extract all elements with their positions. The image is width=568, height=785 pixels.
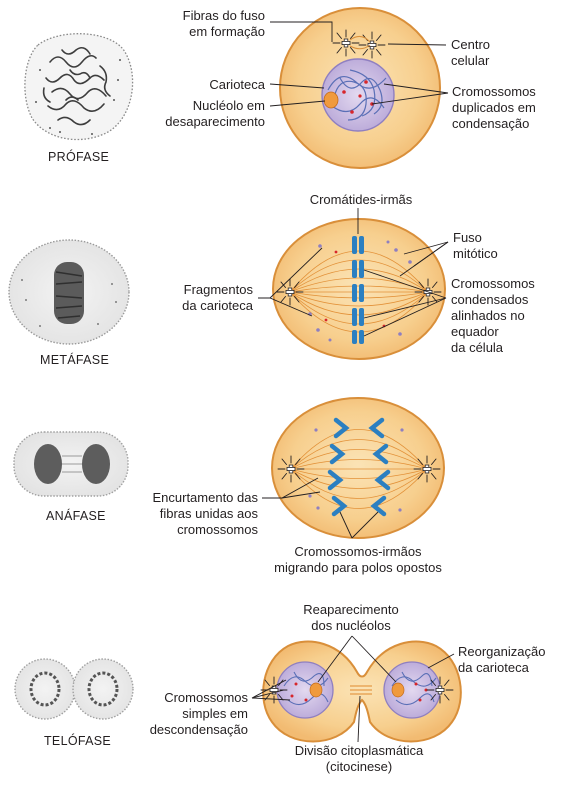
- metaphase-plate-micrograph: [8, 239, 130, 345]
- prophase-leaders: [269, 21, 449, 107]
- anaphase-section: ANÁFASE: [13, 397, 445, 575]
- phase-name-prophase: PRÓFASE: [48, 149, 109, 164]
- label-carioteca: Carioteca: [209, 77, 265, 92]
- telophase-micrograph: [14, 658, 134, 720]
- anaphase-micrograph: [13, 431, 129, 497]
- label-cromatides-irmas: Cromátides-irmãs: [310, 192, 413, 207]
- metaphase-section: METÁFASE: [8, 192, 535, 367]
- metaphase-leaders: [258, 208, 449, 337]
- prophase-cell: [279, 7, 441, 169]
- telophase-section: TELÓFASE: [14, 602, 545, 774]
- label-divisao-citoplasmatica: Divisão citoplasmática(citocinese): [295, 743, 424, 774]
- phase-name-metaphase: METÁFASE: [40, 352, 109, 367]
- phase-name-anaphase: ANÁFASE: [46, 508, 106, 523]
- prophase-section: PRÓFASE: [24, 7, 536, 169]
- telophase-cell: [260, 640, 462, 743]
- chromatin-micrograph: [24, 33, 134, 141]
- telophase-leaders: [251, 635, 455, 743]
- anaphase-cell: [271, 397, 445, 539]
- anaphase-leaders: [262, 477, 379, 539]
- phase-name-telophase: TELÓFASE: [44, 733, 111, 748]
